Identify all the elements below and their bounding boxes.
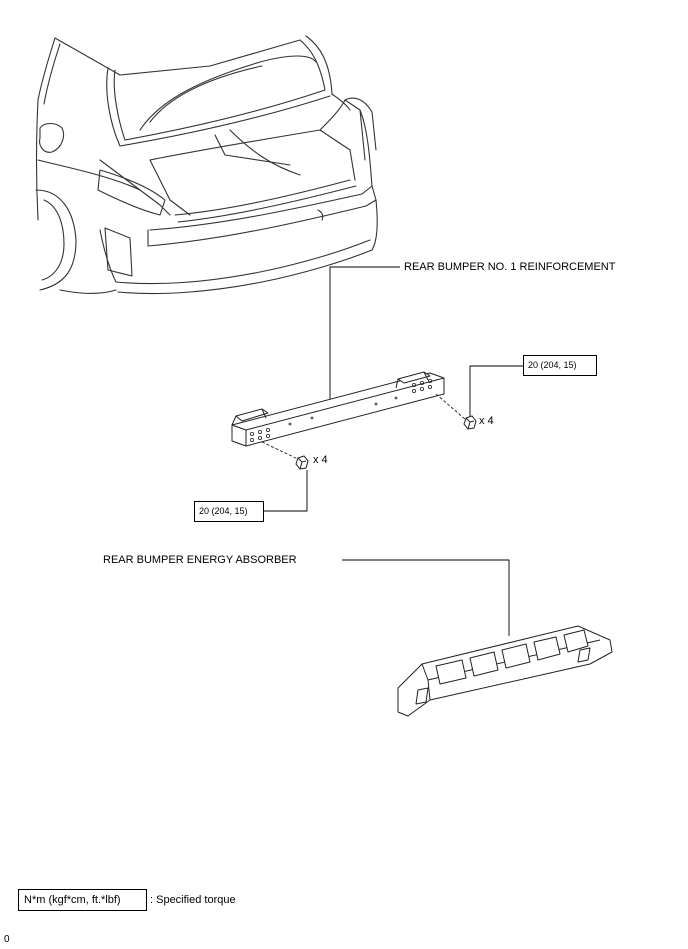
reinforcement-beam-illustration: [231, 371, 445, 447]
leader-lines: [264, 266, 523, 636]
energy-absorber-label: REAR BUMPER ENERGY ABSORBER: [103, 554, 297, 566]
torque-box-right: 20 (204, 15): [523, 355, 597, 376]
page-marker: 0: [4, 934, 10, 945]
legend-description: : Specified torque: [150, 894, 236, 906]
reinforcement-holes: [249, 378, 432, 442]
bolt-icon-right: [463, 415, 477, 430]
bolt-count-right: x 4: [479, 415, 494, 427]
bolt-count-left: x 4: [313, 454, 328, 466]
energy-absorber-illustration: [397, 625, 613, 717]
vehicle-rear-illustration: [35, 35, 378, 295]
legend-unit-box: N*m (kgf*cm, ft.*lbf): [18, 889, 147, 911]
torque-box-left: 20 (204, 15): [194, 501, 264, 522]
bolt-icon-left: [295, 455, 309, 470]
bolt-dashed-paths: [261, 393, 467, 461]
reinforcement-label: REAR BUMPER NO. 1 REINFORCEMENT: [404, 261, 616, 273]
